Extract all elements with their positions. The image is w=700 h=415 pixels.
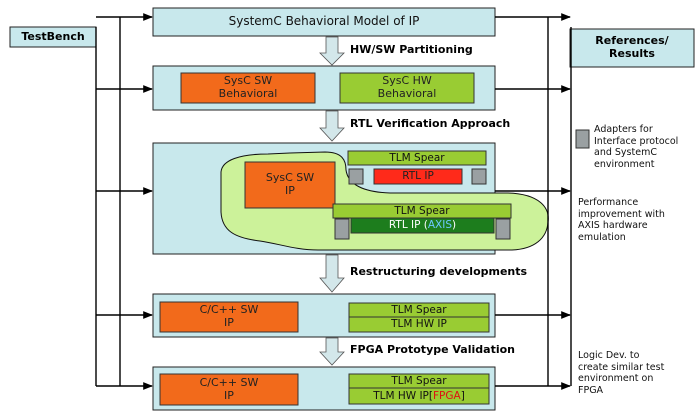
references-box <box>569 28 695 68</box>
stage3-tlm-spear-2-label: TLM Spear <box>394 204 450 217</box>
stage3-rtl-ip-box <box>373 168 463 185</box>
stage4-tlm-spear-label: TLM Spear <box>391 303 447 316</box>
stage4-sw-label: C/C++ SW IP <box>199 303 259 329</box>
note-logic-dev: Logic Dev. to create similar test enviro… <box>578 350 665 396</box>
stage5-tlm-hw-ip-label: TLM HW IP[FPGA] <box>349 388 489 404</box>
stage3-sw-box <box>244 161 336 209</box>
stage2-hw-box <box>339 72 475 104</box>
testbench-label: TestBench <box>21 29 85 43</box>
stage2-sw-label: SysC SW Behavioral <box>218 74 278 100</box>
fpga-word: FPGA <box>433 389 461 402</box>
stage5-sw-box <box>159 373 299 406</box>
adapter-right-1 <box>471 168 487 185</box>
stage4-tlm-hw-ip <box>348 316 490 333</box>
stage5-tlm-spear-label: TLM Spear <box>391 374 447 387</box>
rtl-axis-suffix: ) <box>452 219 457 232</box>
adapter-left-2 <box>334 218 350 240</box>
note-performance: Performance improvement with AXIS hardwa… <box>578 197 665 243</box>
stage3-rtl-ip-label: RTL IP <box>402 170 434 183</box>
stage3-tlm-spear-1-label: TLM Spear <box>389 151 445 164</box>
stage4-tlm-hw-ip-label: TLM HW IP <box>391 318 447 331</box>
step-hw-sw-partitioning: HW/SW Partitioning <box>350 42 473 56</box>
stage3-rtl-axis-box <box>350 217 495 234</box>
adapter-right-2 <box>495 218 511 240</box>
stage5-tlm-hw-ip <box>348 387 490 405</box>
stage2-hw-label: SysC HW Behavioral <box>377 74 437 100</box>
axis-word: AXIS <box>427 219 453 232</box>
stage4-sw-box <box>159 301 299 333</box>
legend-adapter-icon <box>575 129 590 149</box>
adapter-left-1 <box>348 168 364 185</box>
tlm-hw-ip-prefix: TLM HW IP[ <box>373 389 433 402</box>
stage3-tlm-spear-1 <box>347 150 487 166</box>
stage3-sw-label: SysC SW IP <box>265 171 315 197</box>
step-fpga-validation: FPGA Prototype Validation <box>350 342 515 356</box>
stage5-sw-label: C/C++ SW IP <box>199 375 259 402</box>
stage2-sw-box <box>180 72 316 104</box>
down-arrow-2 <box>319 110 345 142</box>
references-label: References/ Results <box>595 34 669 60</box>
tlm-hw-ip-suffix: ] <box>460 389 465 402</box>
step-rtl-verification: RTL Verification Approach <box>350 116 511 130</box>
down-arrow-4 <box>319 337 345 366</box>
stage3-rtl-axis-label: RTL IP (AXIS) <box>351 218 494 233</box>
stage1-title: SystemC Behavioral Model of IP <box>228 14 420 29</box>
down-arrow-1 <box>319 36 345 66</box>
rtl-axis-prefix: RTL IP ( <box>388 219 428 232</box>
step-restructuring: Restructuring developments <box>350 264 528 278</box>
stage1-box <box>152 7 496 37</box>
note-adapters: Adapters for Interface protocol and Syst… <box>594 124 679 170</box>
down-arrow-3 <box>319 254 345 293</box>
